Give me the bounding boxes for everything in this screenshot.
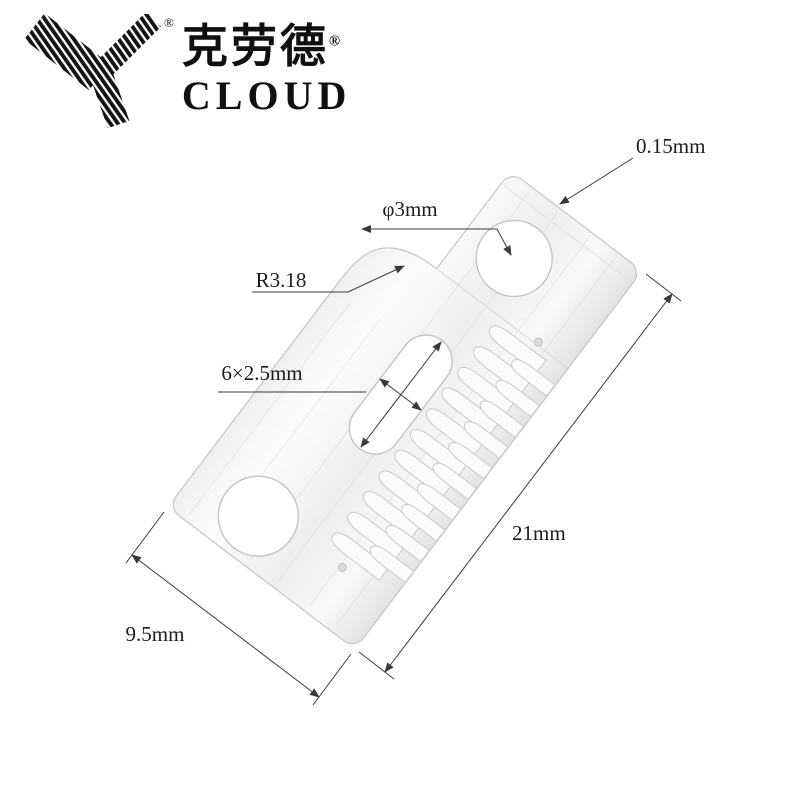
bird-wings	[24, 14, 162, 128]
dim-hole-leader	[361, 225, 512, 256]
dim-length-extension-bottom	[358, 651, 395, 680]
dim-length-label: 21mm	[512, 521, 566, 545]
dim-notch-radius-label: R3.18	[256, 268, 307, 292]
dim-slot-size-label: 6×2.5mm	[221, 361, 302, 385]
brand-text: 克劳德® CLOUD	[182, 14, 351, 116]
pin-hole-left	[337, 562, 347, 572]
blade-end-bevel	[503, 185, 631, 282]
dim-width-label: 9.5mm	[126, 622, 185, 646]
registered-mark: ®	[328, 33, 341, 50]
brand-name-chinese: 克劳德®	[182, 24, 351, 70]
dim-notch-leader	[252, 265, 405, 293]
dimension-annotations: 0.15mm φ3mm R3.18 6×2.5mm 21mm 9.5mm	[125, 134, 705, 706]
brand-name-chinese-text: 克劳德	[181, 21, 329, 72]
dim-length-extension-top	[645, 273, 682, 302]
brand-name-english: CLOUD	[181, 73, 352, 118]
dim-width-extension-top	[125, 511, 165, 564]
dim-width-arrow	[131, 554, 320, 698]
dim-thickness-label: 0.15mm	[636, 134, 705, 158]
registered-mark-icon: ®	[164, 15, 174, 30]
brand-logo: ® 克劳德® CLOUD	[20, 14, 351, 128]
mounting-hole-bottom	[217, 475, 299, 557]
dim-hole-diameter-label: φ3mm	[382, 197, 437, 221]
dim-thickness-leader	[559, 157, 634, 205]
cloud-bird-logo-icon	[24, 14, 162, 128]
dim-length-arrow	[384, 293, 673, 673]
